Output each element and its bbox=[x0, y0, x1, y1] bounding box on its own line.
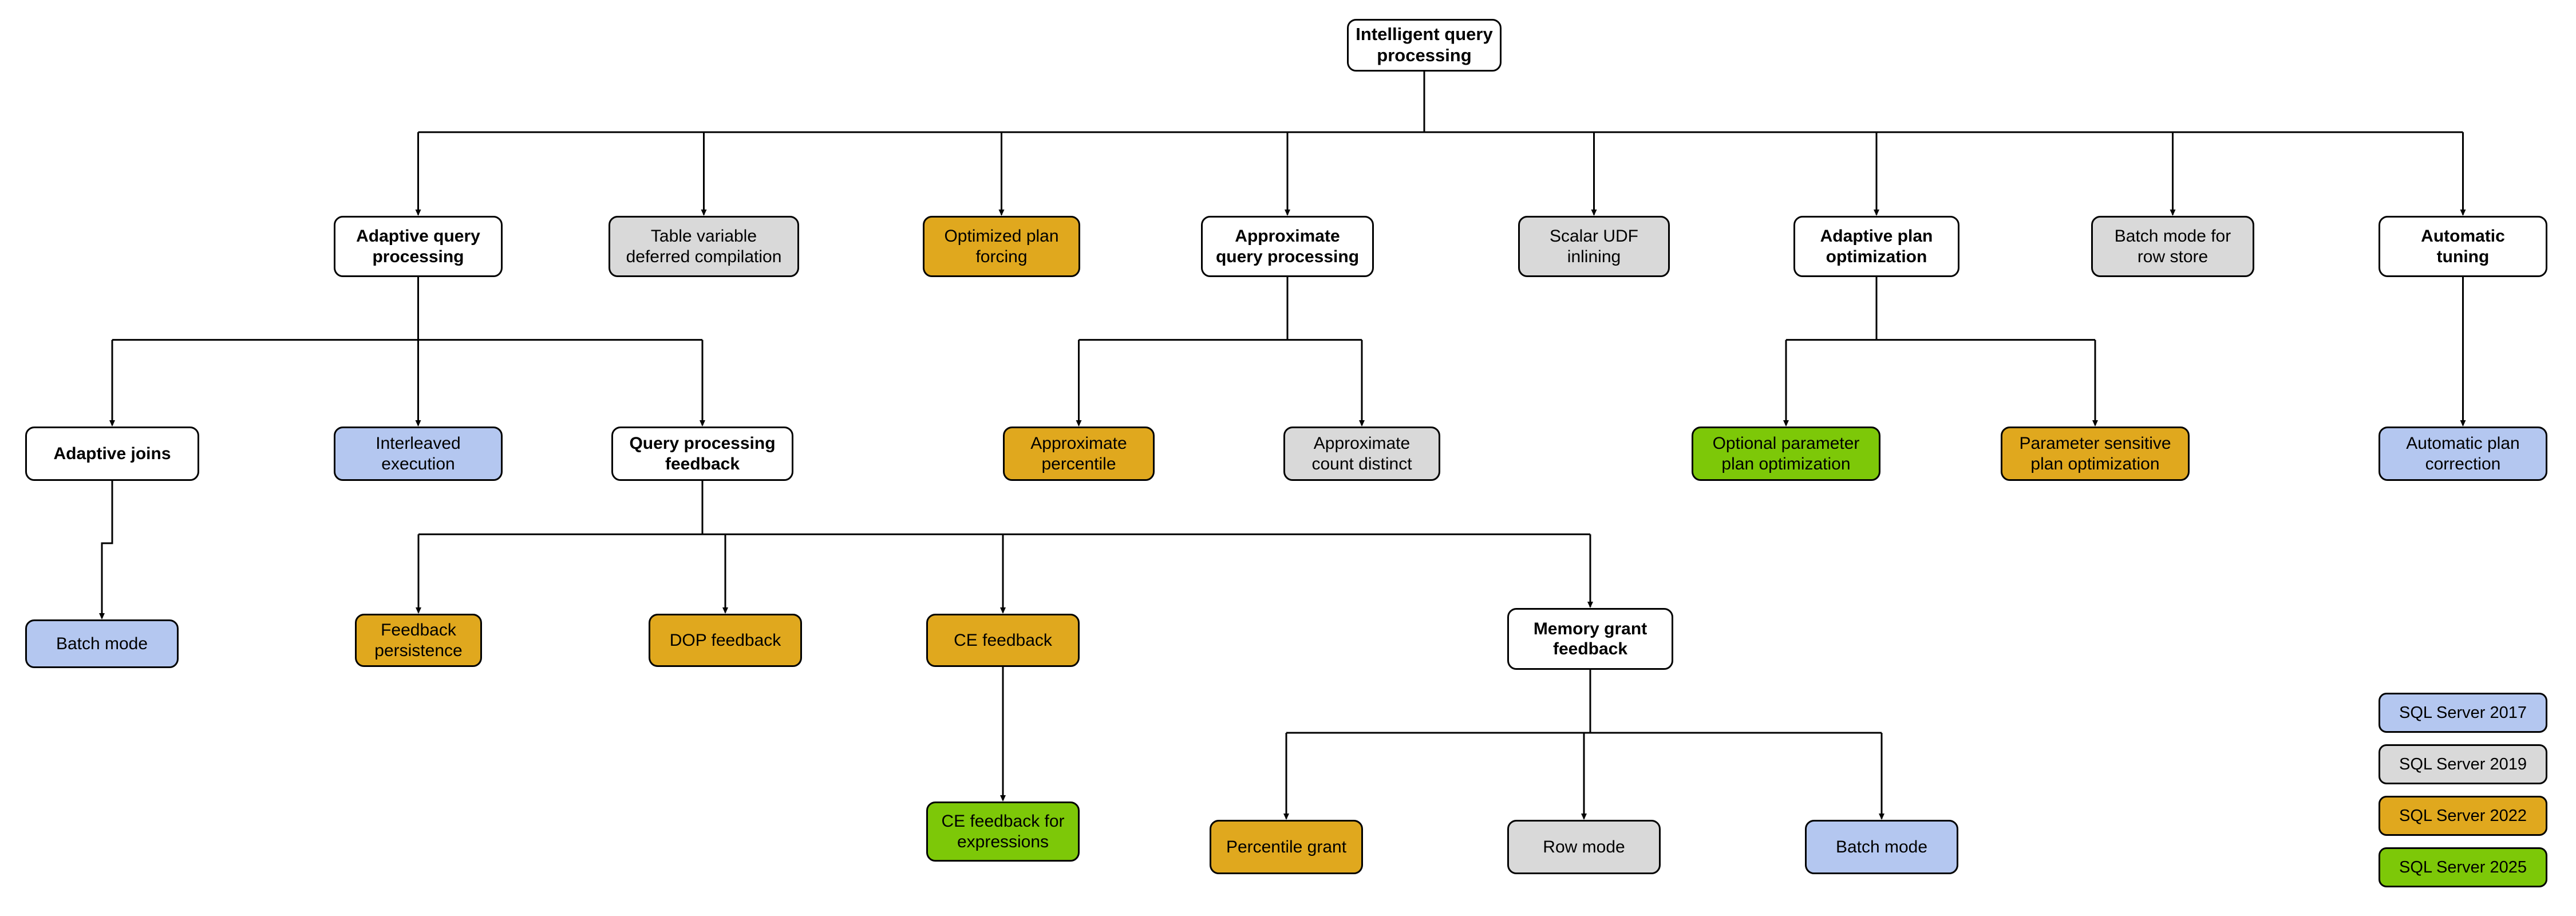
node-approximate-query-processing[interactable]: Approximate query processing bbox=[1201, 216, 1374, 277]
node-memory-grant-feedback[interactable]: Memory grant feedback bbox=[1507, 608, 1673, 670]
node-percentile-grant[interactable]: Percentile grant bbox=[1210, 820, 1363, 874]
node-ce-feedback-for-expressions[interactable]: CE feedback for expressions bbox=[926, 802, 1080, 862]
node-ce-feedback[interactable]: CE feedback bbox=[926, 614, 1080, 667]
node-parameter-sensitive-plan-optimization[interactable]: Parameter sensitive plan optimization bbox=[2001, 427, 2190, 481]
node-row-mode[interactable]: Row mode bbox=[1507, 820, 1661, 874]
node-root[interactable]: Intelligent query processing bbox=[1347, 19, 1502, 72]
legend-sql-server-2025: SQL Server 2025 bbox=[2379, 847, 2547, 887]
node-optional-parameter-plan-optimization[interactable]: Optional parameter plan optimization bbox=[1692, 427, 1880, 481]
node-table-variable-deferred-compilation[interactable]: Table variable deferred compilation bbox=[609, 216, 799, 277]
legend-sql-server-2019: SQL Server 2019 bbox=[2379, 744, 2547, 784]
node-interleaved-execution[interactable]: Interleaved execution bbox=[334, 427, 503, 481]
node-adaptive-query-processing[interactable]: Adaptive query processing bbox=[334, 216, 503, 277]
node-adaptive-joins[interactable]: Adaptive joins bbox=[25, 427, 199, 481]
node-automatic-plan-correction[interactable]: Automatic plan correction bbox=[2379, 427, 2547, 481]
node-scalar-udf-inlining[interactable]: Scalar UDF inlining bbox=[1518, 216, 1670, 277]
node-batch-mode-memory[interactable]: Batch mode bbox=[1805, 820, 1958, 874]
legend-sql-server-2017: SQL Server 2017 bbox=[2379, 693, 2547, 733]
node-automatic-tuning[interactable]: Automatic tuning bbox=[2379, 216, 2547, 277]
legend-sql-server-2022: SQL Server 2022 bbox=[2379, 796, 2547, 836]
node-batch-mode-adaptive-joins[interactable]: Batch mode bbox=[25, 619, 179, 668]
node-adaptive-plan-optimization[interactable]: Adaptive plan optimization bbox=[1793, 216, 1959, 277]
node-optimized-plan-forcing[interactable]: Optimized plan forcing bbox=[923, 216, 1080, 277]
node-dop-feedback[interactable]: DOP feedback bbox=[649, 614, 802, 667]
node-approximate-percentile[interactable]: Approximate percentile bbox=[1003, 427, 1155, 481]
node-batch-mode-for-row-store[interactable]: Batch mode for row store bbox=[2091, 216, 2254, 277]
node-feedback-persistence[interactable]: Feedback persistence bbox=[355, 614, 482, 667]
node-approximate-count-distinct[interactable]: Approximate count distinct bbox=[1283, 427, 1440, 481]
edge bbox=[99, 481, 113, 619]
node-query-processing-feedback[interactable]: Query processing feedback bbox=[611, 427, 793, 481]
